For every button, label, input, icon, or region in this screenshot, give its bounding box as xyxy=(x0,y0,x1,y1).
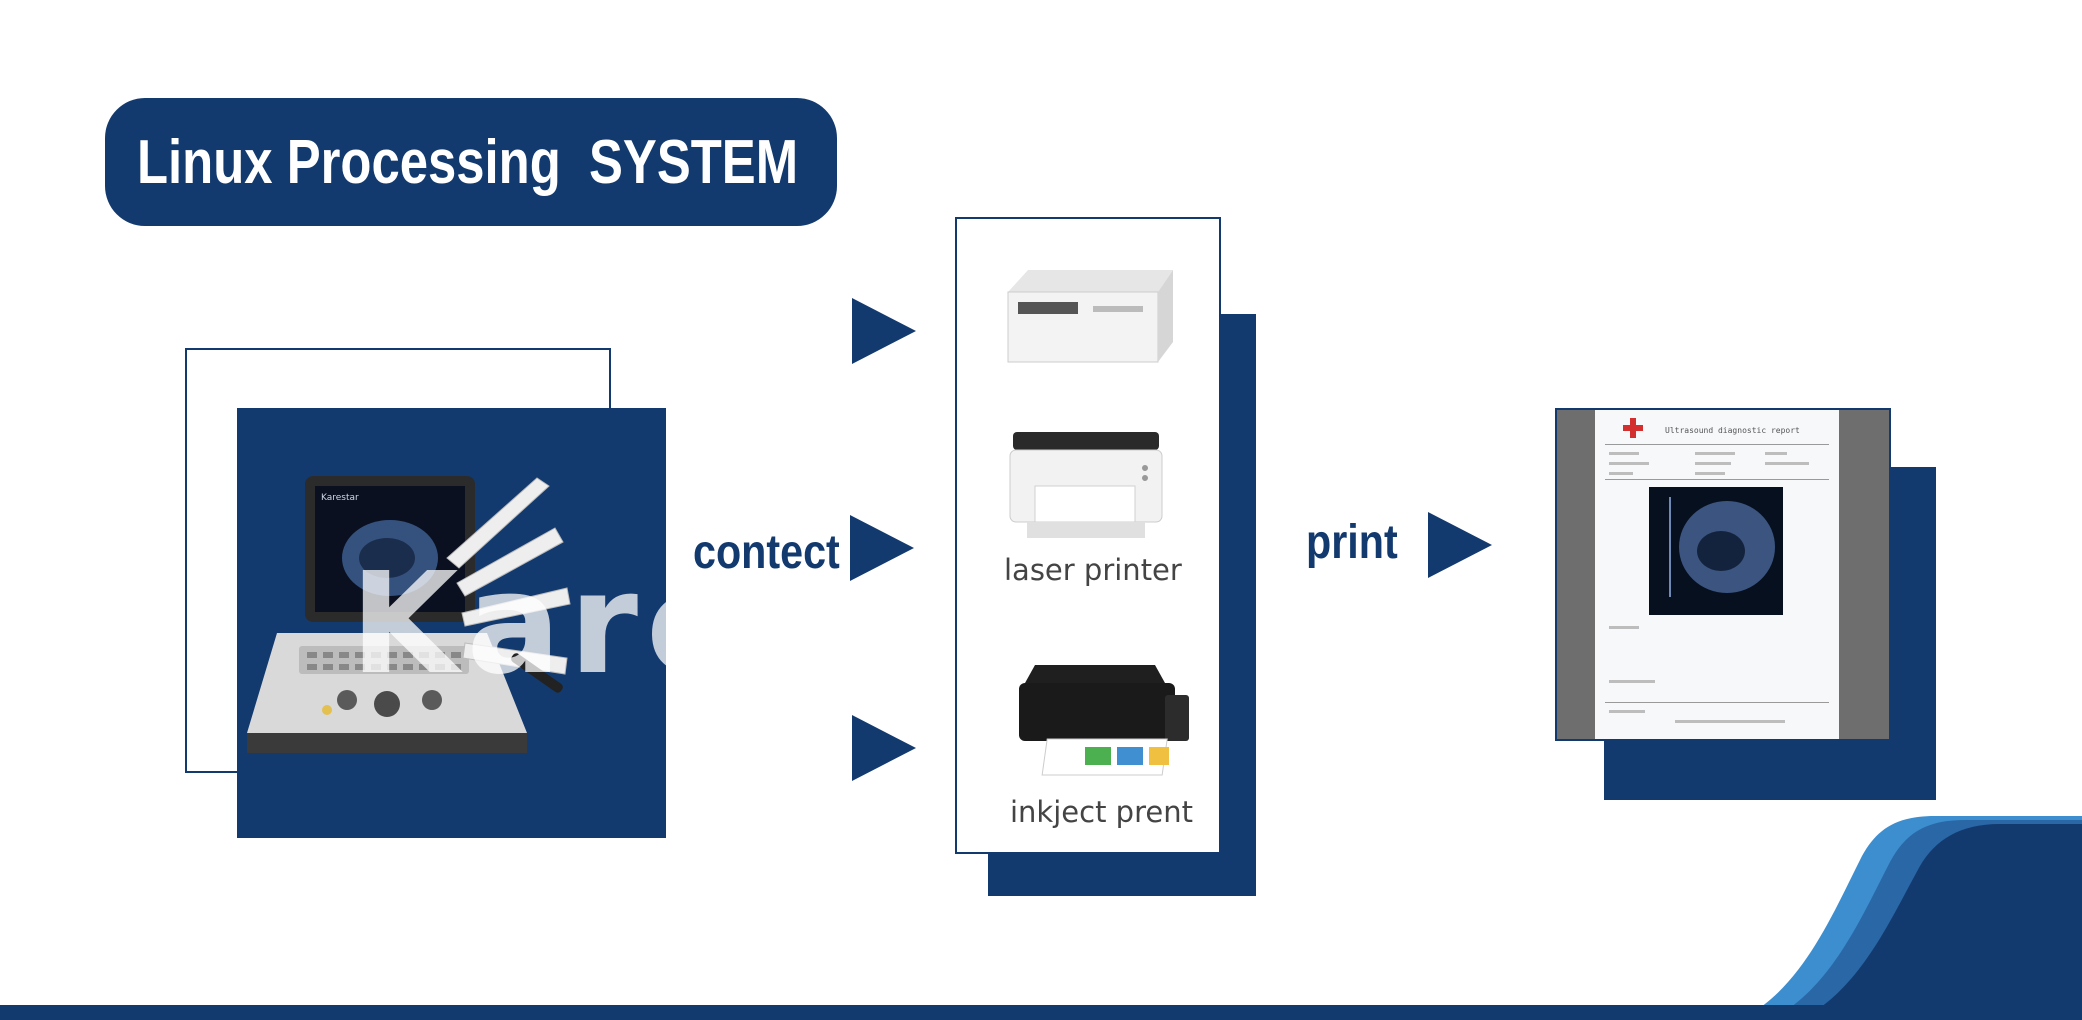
report-header-lines xyxy=(1605,444,1829,480)
report-footer-lines xyxy=(1605,626,1829,723)
connect-label: contect xyxy=(693,526,840,579)
video-printer-icon xyxy=(1007,270,1173,363)
report-title: Ultrasound diagnostic report xyxy=(1665,426,1800,435)
red-cross-icon xyxy=(1623,418,1643,438)
footer-wave-decoration xyxy=(0,816,2082,1020)
ultrasound-scan-graphic xyxy=(1669,497,1775,597)
inkjet-printer-icon xyxy=(1019,665,1189,776)
screen-brand-text: Karestar xyxy=(321,493,359,503)
arrow-right-icon xyxy=(852,298,916,364)
video-printer xyxy=(998,262,1178,367)
report-page: Ultrasound diagnostic report xyxy=(1595,410,1839,739)
arrow-right-icon xyxy=(1428,512,1492,578)
laser-printer-image xyxy=(1005,418,1167,546)
report-frame: Ultrasound diagnostic report xyxy=(1555,408,1891,741)
inkjet-printer-label: inkject prent xyxy=(1010,795,1193,829)
ultrasound-machine-illustration: Karestar xyxy=(247,476,571,753)
arrow-right-icon xyxy=(850,515,914,581)
report-ultrasound-image xyxy=(1649,487,1783,615)
arrow-right-icon xyxy=(852,715,916,781)
inkjet-printer-image xyxy=(1005,655,1195,781)
title-banner: Linux Processing SYSTEM xyxy=(105,98,837,226)
laser-printer-label: laser printer xyxy=(1004,553,1182,587)
print-label: print xyxy=(1306,516,1398,569)
page-title: Linux Processing SYSTEM xyxy=(137,127,799,197)
laser-printer-icon xyxy=(1009,432,1163,538)
device-panel: Karestar xyxy=(237,408,666,838)
